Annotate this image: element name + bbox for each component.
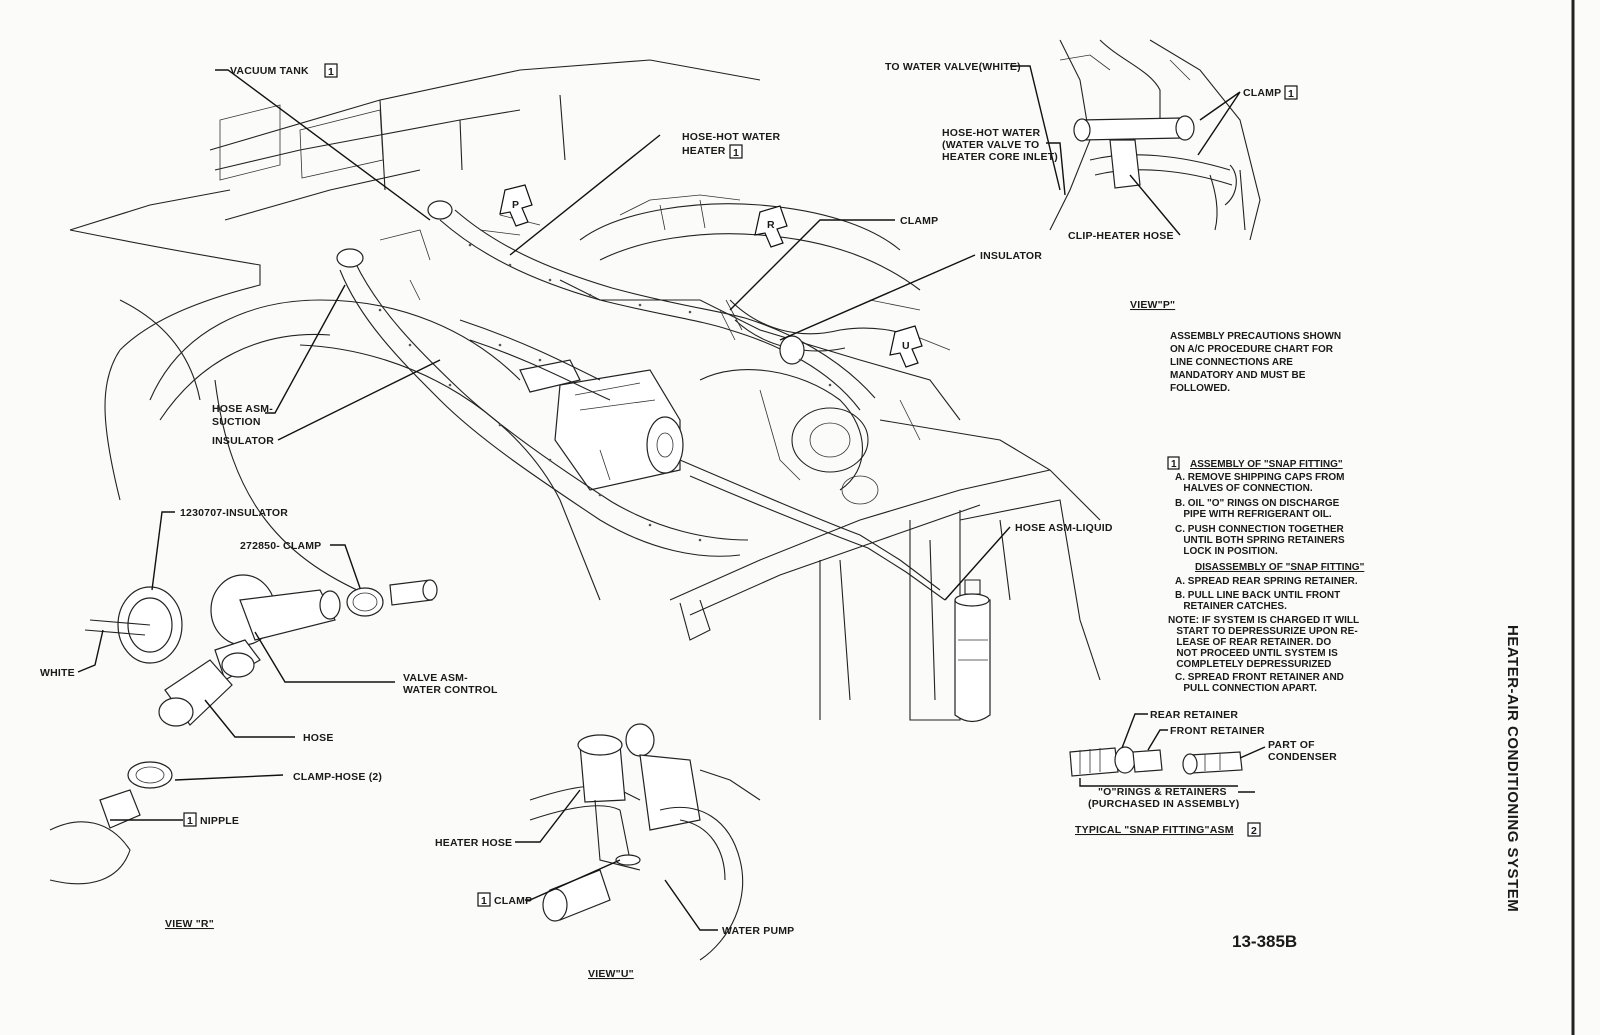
vacuum-tank-label: VACUUM TANK xyxy=(230,65,309,77)
clamp-label: CLAMP xyxy=(900,215,938,227)
precaution-line: MANDATORY AND MUST BE xyxy=(1170,370,1306,381)
view-r-nipple: NIPPLE xyxy=(200,815,239,827)
view-r-hose: HOSE xyxy=(303,732,334,744)
snap-fitting-assembly: REAR RETAINER FRONT RETAINER PART OF CON… xyxy=(1069,709,1337,837)
view-r-insulator: 1230707-INSULATOR xyxy=(180,507,288,519)
callout-u-label: U xyxy=(902,340,910,352)
disassembly-step: RETAINER CATCHES. xyxy=(1175,601,1287,612)
view-r-detail: 1230707-INSULATOR 272850- CLAMP WHITE VA… xyxy=(40,507,498,930)
snap-fitting-title: TYPICAL "SNAP FITTING"ASM xyxy=(1075,824,1234,836)
o-rings-label-2: (PURCHASED IN ASSEMBLY) xyxy=(1088,798,1239,810)
engine-bay-illustration xyxy=(69,59,1101,723)
front-retainer-label: FRONT RETAINER xyxy=(1170,725,1265,737)
view-p-hose-3: HEATER CORE INLET) xyxy=(942,151,1058,163)
hose-liquid-label: HOSE ASM-LIQUID xyxy=(1015,522,1113,534)
view-r-valve-1: VALVE ASM- xyxy=(403,672,468,684)
hose-hot-water-label-2: HEATER xyxy=(682,145,726,157)
view-callout-u: U xyxy=(889,325,923,368)
assembly-step: PIPE WITH REFRIGERANT OIL. xyxy=(1175,509,1332,520)
view-r-clamp-hose: CLAMP-HOSE (2) xyxy=(293,771,382,783)
view-p-hose-1: HOSE-HOT WATER xyxy=(942,127,1040,139)
section-title: HEATER-AIR CONDITIONING SYSTEM xyxy=(1504,625,1521,912)
assembly-step: UNTIL BOTH SPRING RETAINERS xyxy=(1175,535,1345,546)
disassembly-heading: DISASSEMBLY OF "SNAP FITTING" xyxy=(1195,562,1365,573)
disassembly-step: B. PULL LINE BACK UNTIL FRONT xyxy=(1175,590,1340,601)
callout-p-label: P xyxy=(512,199,519,211)
view-p-clip: CLIP-HEATER HOSE xyxy=(1068,230,1174,242)
item-1-marker: 1 xyxy=(328,66,334,78)
view-p-title: VIEW"P" xyxy=(1130,299,1175,311)
rear-retainer-label: REAR RETAINER xyxy=(1150,709,1238,721)
item-1-marker: 1 xyxy=(481,895,487,907)
view-p-hose-2: (WATER VALVE TO xyxy=(942,139,1039,151)
view-r-clamp: 272850- CLAMP xyxy=(240,540,321,552)
view-callout-r: R xyxy=(754,205,788,248)
item-1-marker: 1 xyxy=(733,147,739,159)
view-p-detail: TO WATER VALVE(WHITE) CLAMP 1 HOSE-HOT W… xyxy=(885,39,1298,311)
precaution-line: ASSEMBLY PRECAUTIONS SHOWN xyxy=(1170,331,1341,342)
insulator-top-label: INSULATOR xyxy=(980,250,1042,262)
main-labels: VACUUM TANK 1 HOSE-HOT WATER HEATER 1 CL… xyxy=(212,63,1113,601)
disassembly-step: LEASE OF REAR RETAINER. DO xyxy=(1168,637,1331,648)
view-r-title: VIEW "R" xyxy=(165,918,214,930)
view-u-clamp: CLAMP xyxy=(494,895,532,907)
precaution-line: FOLLOWED. xyxy=(1170,383,1230,394)
view-u-water-pump: WATER PUMP xyxy=(722,925,794,937)
figure-number: 13-385B xyxy=(1232,932,1297,951)
assembly-step: HALVES OF CONNECTION. xyxy=(1175,483,1313,494)
item-1-marker: 1 xyxy=(1171,459,1177,470)
assembly-step: B. OIL "O" RINGS ON DISCHARGE xyxy=(1175,498,1340,509)
insulator-left-label: INSULATOR xyxy=(212,435,274,447)
view-p-to-water-valve: TO WATER VALVE(WHITE) xyxy=(885,61,1021,73)
assembly-heading: ASSEMBLY OF "SNAP FITTING" xyxy=(1190,459,1343,470)
disassembly-step: NOT PROCEED UNTIL SYSTEM IS xyxy=(1168,648,1338,659)
o-rings-label-1: "O"RINGS & RETAINERS xyxy=(1098,786,1227,798)
view-u-heater-hose: HEATER HOSE xyxy=(435,837,512,849)
assembly-precautions: ASSEMBLY PRECAUTIONS SHOWN ON A/C PROCED… xyxy=(1170,331,1341,394)
item-2-marker: 2 xyxy=(1251,825,1257,837)
view-r-valve-2: WATER CONTROL xyxy=(403,684,498,696)
assembly-step: LOCK IN POSITION. xyxy=(1175,546,1278,557)
disassembly-step: A. SPREAD REAR SPRING RETAINER. xyxy=(1175,576,1358,587)
precaution-line: LINE CONNECTIONS ARE xyxy=(1170,357,1293,368)
assembly-step: A. REMOVE SHIPPING CAPS FROM xyxy=(1175,472,1344,483)
hose-routing xyxy=(336,200,946,601)
disassembly-step: NOTE: IF SYSTEM IS CHARGED IT WILL xyxy=(1168,615,1359,626)
item-1-marker: 1 xyxy=(187,815,193,827)
hose-hot-water-label-1: HOSE-HOT WATER xyxy=(682,131,780,143)
precaution-line: ON A/C PROCEDURE CHART FOR xyxy=(1170,344,1334,355)
disassembly-step: C. SPREAD FRONT RETAINER AND xyxy=(1175,672,1344,683)
view-u-detail: HEATER HOSE 1 CLAMP WATER PUMP VIEW"U" xyxy=(435,723,794,980)
view-r-white: WHITE xyxy=(40,667,75,679)
item-1-marker: 1 xyxy=(1288,88,1294,100)
part-of-label-1: PART OF xyxy=(1268,739,1315,751)
hose-suction-label-1: HOSE ASM- xyxy=(212,403,273,415)
hose-suction-label-2: SUCTION xyxy=(212,416,261,428)
disassembly-step: START TO DEPRESSURIZE UPON RE- xyxy=(1168,626,1358,637)
view-u-title: VIEW"U" xyxy=(588,968,634,980)
view-p-clamp: CLAMP xyxy=(1243,87,1281,99)
snap-fitting-notes: 1 ASSEMBLY OF "SNAP FITTING" A. REMOVE S… xyxy=(1167,456,1365,694)
disassembly-step: COMPLETELY DEPRESSURIZED xyxy=(1168,659,1331,670)
callout-r-label: R xyxy=(767,219,775,231)
assembly-step: C. PUSH CONNECTION TOGETHER xyxy=(1175,524,1344,535)
view-callout-p: P xyxy=(499,184,533,227)
part-of-label-2: CONDENSER xyxy=(1268,751,1337,763)
disassembly-step: PULL CONNECTION APART. xyxy=(1175,683,1317,694)
